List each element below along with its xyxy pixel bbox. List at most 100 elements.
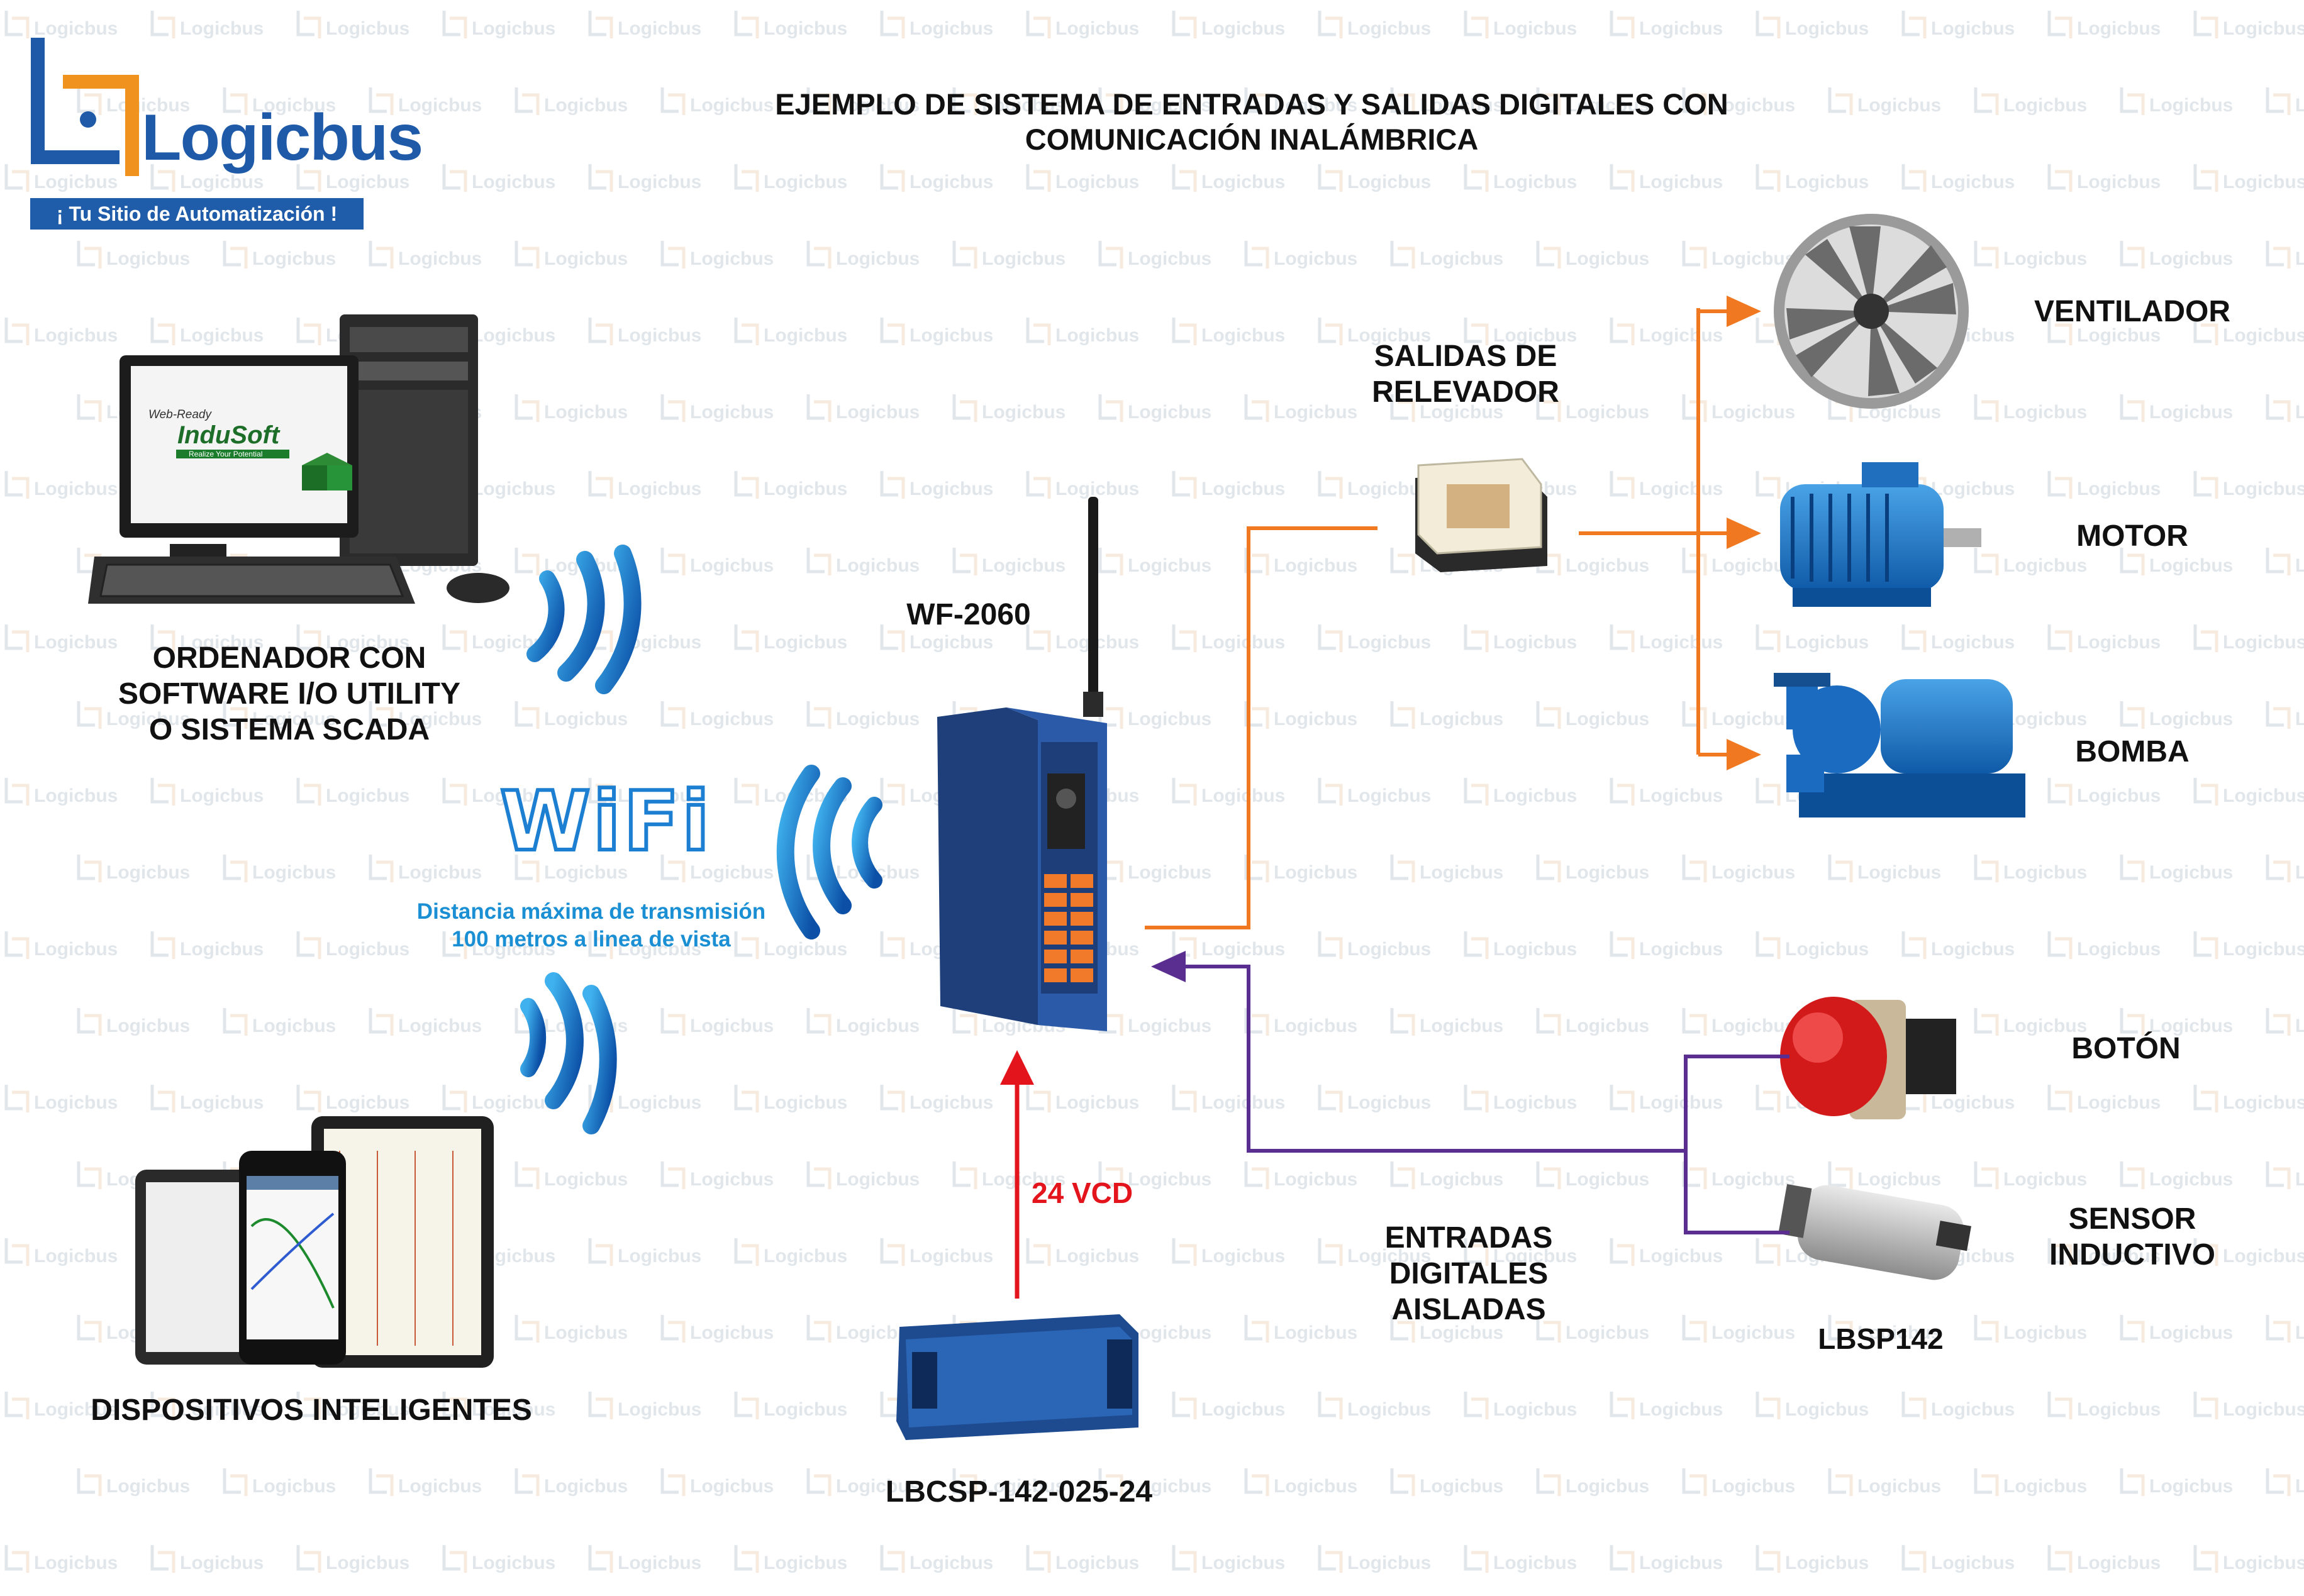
watermark-tile: Logicbus [2047,1238,2161,1266]
watermark-tile: Logicbus [1098,241,1211,269]
watermark-tile: Logicbus [806,241,920,269]
svg-text:Logicbus: Logicbus [2077,785,2161,806]
watermark-tile: Logicbus [77,855,190,883]
watermark-tile: Logicbus [1828,1468,1941,1497]
motor-label: MOTOR [2076,519,2188,553]
svg-text:Logicbus: Logicbus [1420,862,1503,883]
watermark-tile: Logicbus [1464,1545,1577,1573]
svg-text:Logicbus: Logicbus [2077,1246,2161,1266]
watermark-tile: Logicbus [660,87,774,116]
svg-text:Logicbus: Logicbus [1274,862,1357,883]
svg-text:Logicbus: Logicbus [544,95,628,116]
svg-text:Logicbus: Logicbus [690,1476,774,1497]
watermark-tile: Logicbus [4,471,118,499]
svg-text:Logicbus: Logicbus [34,939,118,960]
watermark-tile: Logicbus [1536,1468,1649,1497]
svg-text:Logicbus: Logicbus [1128,555,1211,576]
watermark-tile: Logicbus [1610,1085,1723,1113]
svg-text:Logicbus: Logicbus [34,325,118,346]
svg-text:Logicbus: Logicbus [34,172,118,192]
watermark-tile: Logicbus [1026,1238,1139,1266]
watermark-tile: Logicbus [1026,11,1139,39]
svg-text:Logicbus: Logicbus [2295,1476,2304,1497]
svg-text:Logicbus: Logicbus [180,172,264,192]
watermark-tile: Logicbus [734,471,847,499]
svg-text:Logicbus: Logicbus [544,1169,628,1190]
watermark-tile: Logicbus [1974,1468,2087,1497]
svg-text:Logicbus: Logicbus [1493,172,1577,192]
module-label: WF-2060 [906,598,1031,631]
svg-text:Logicbus: Logicbus [1931,1092,2015,1113]
watermark-tile: Logicbus [1172,931,1285,960]
svg-text:Logicbus: Logicbus [398,95,482,116]
watermark-tile: Logicbus [1244,1008,1357,1036]
svg-text:Logicbus: Logicbus [910,479,993,499]
watermark-tile: Logicbus [660,855,774,883]
svg-text:Logicbus: Logicbus [764,1553,847,1573]
watermark-tile: Logicbus [1172,1085,1285,1113]
svg-text:Logicbus: Logicbus [2077,18,2161,39]
push-button-icon [1780,997,1956,1119]
watermark-tile: Logicbus [1610,931,1723,960]
svg-text:Logicbus: Logicbus [34,1246,118,1266]
watermark-tile: Logicbus [2120,241,2233,269]
svg-text:Logicbus: Logicbus [1639,172,1723,192]
watermark-tile: Logicbus [1536,1161,1649,1190]
watermark-tile: Logicbus [1026,1545,1139,1573]
svg-text:Logicbus: Logicbus [2149,1169,2233,1190]
watermark-tile: Logicbus [2266,1008,2304,1036]
relay-icon [1415,458,1547,572]
svg-text:Logicbus: Logicbus [836,555,920,576]
watermark-tile: Logicbus [1026,1085,1139,1113]
wifi-logo: WiFi [498,772,713,871]
watermark-tile: Logicbus [2266,87,2304,116]
watermark-tile: Logicbus [588,778,701,806]
svg-text:Logicbus: Logicbus [326,939,409,960]
watermark-tile: Logicbus [1464,1085,1577,1113]
svg-text:Logicbus: Logicbus [1201,1553,1285,1573]
svg-text:Logicbus: Logicbus [1201,172,1285,192]
watermark-tile: Logicbus [1682,394,1795,423]
watermark-tile: Logicbus [1974,241,2087,269]
digital-inputs-label: ENTRADAS DIGITALES AISLADAS [1346,1220,1591,1327]
svg-text:Logicbus: Logicbus [1493,939,1577,960]
watermark-tile: Logicbus [1244,241,1357,269]
watermark-tile: Logicbus [1828,1161,1941,1190]
svg-text:Logicbus: Logicbus [1055,18,1139,39]
svg-text:Logicbus: Logicbus [1347,325,1431,346]
watermark-tile: Logicbus [880,1085,993,1113]
watermark-tile: Logicbus [2047,1085,2161,1113]
watermark-tile: Logicbus [4,1085,118,1113]
sensor-model-label: LBSP142 [1818,1322,1944,1355]
watermark-tile: Logicbus [1244,87,1357,116]
wireless-waves-computer-icon [526,545,642,694]
watermark-tile: Logicbus [2193,11,2304,39]
watermark-tile: Logicbus [1536,241,1649,269]
watermark-tile: Logicbus [1390,241,1503,269]
svg-text:Logicbus: Logicbus [1493,785,1577,806]
svg-text:Logicbus: Logicbus [326,785,409,806]
watermark-tile: Logicbus [952,1161,1066,1190]
watermark-tile: Logicbus [1026,164,1139,192]
logicbus-logo: Logicbus ¡ Tu Sitio de Automatización ! [25,31,423,239]
watermark-tile: Logicbus [1390,701,1503,729]
svg-text:Logicbus: Logicbus [1493,1399,1577,1420]
svg-text:Logicbus: Logicbus [180,1553,264,1573]
watermark-tile: Logicbus [2266,548,2304,576]
watermark-tile: Logicbus [588,1238,701,1266]
watermark-tile: Logicbus [442,164,555,192]
watermark-tile: Logicbus [1756,164,1869,192]
watermark-tile: Logicbus [77,241,190,269]
watermark-tile: Logicbus [660,701,774,729]
svg-text:Logicbus: Logicbus [910,1246,993,1266]
watermark-tile: Logicbus [734,1238,847,1266]
svg-text:Logicbus: Logicbus [34,1553,118,1573]
svg-text:Logicbus: Logicbus [34,18,118,39]
watermark-tile: Logicbus [442,778,555,806]
watermark-tile: Logicbus [2120,701,2233,729]
svg-text:Logicbus: Logicbus [1274,1476,1357,1497]
sensor-label-line-1: SENSOR [2068,1202,2196,1236]
svg-text:Logicbus: Logicbus [1711,1016,1795,1036]
watermark-tile: Logicbus [1682,87,1795,116]
watermark-tile: Logicbus [2193,1392,2304,1420]
